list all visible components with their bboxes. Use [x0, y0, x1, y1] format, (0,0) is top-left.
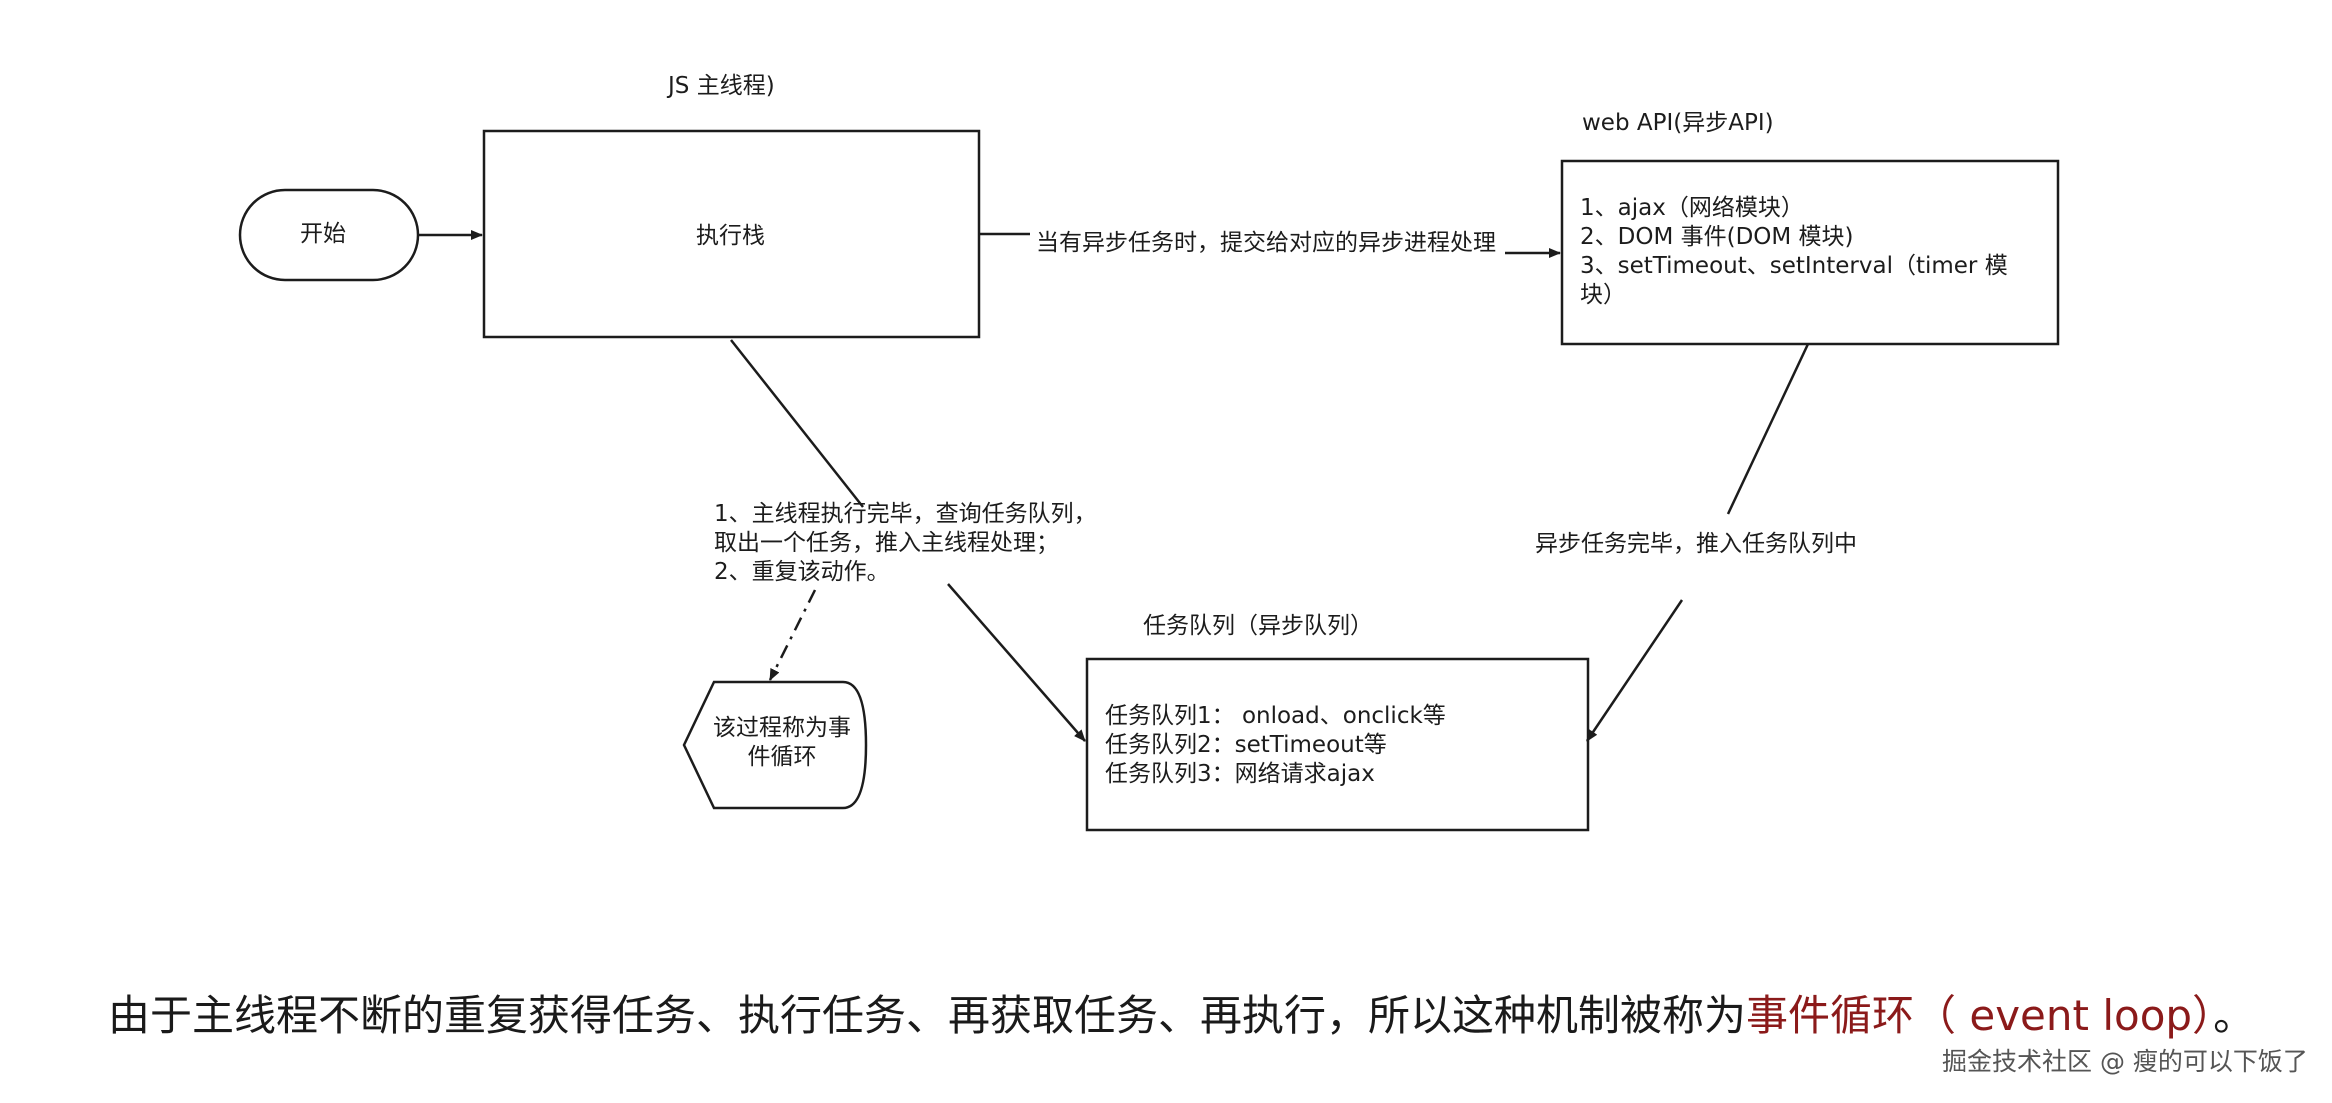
edge-webapi-to-queue-a: [1726, 343, 1810, 515]
edge-note-to-queue: [947, 583, 1086, 742]
exec-stack-label: 执行栈: [696, 223, 765, 249]
task-queue-list: 任务队列1： onload、onclick等 任务队列2：setTimeout等…: [1105, 702, 1446, 789]
task-queue-item: 任务队列3：网络请求ajax: [1105, 761, 1375, 787]
caption-end: 。: [2213, 991, 2256, 1040]
edge-webapi-to-queue-b: [1585, 599, 1684, 742]
loop-note-line: 1、主线程执行完毕，查询任务队列，: [714, 501, 1097, 527]
caption-main: 由于主线程不断的重复获得任务、执行任务、再获取任务、再执行，所以这种机制被称为: [108, 991, 1747, 1040]
js-main-thread-title: JS 主线程): [668, 73, 775, 99]
edge-label-stack-to-webapi: 当有异步任务时，提交给对应的异步进程处理: [1036, 230, 1496, 256]
caption: 由于主线程不断的重复获得任务、执行任务、再获取任务、再执行，所以这种机制被称为事…: [108, 990, 2255, 1042]
start-label: 开始: [300, 221, 346, 247]
task-queue-item: 任务队列2：setTimeout等: [1105, 732, 1387, 758]
event-loop-line: 该过程称为事: [713, 715, 851, 741]
event-loop-label: 该过程称为事 件循环: [698, 714, 866, 772]
edge-note-to-event-loop: [768, 589, 817, 681]
edge-stack-to-note: [730, 339, 864, 508]
webapi-item: 块）: [1580, 282, 1626, 308]
webapi-item: 3、setTimeout、setInterval（timer 模: [1580, 253, 2008, 279]
loop-note: 1、主线程执行完毕，查询任务队列， 取出一个任务，推入主线程处理； 2、重复该动…: [714, 500, 1097, 587]
edge-label-webapi-to-queue: 异步任务完毕，推入任务队列中: [1535, 531, 1857, 557]
loop-note-line: 取出一个任务，推入主线程处理；: [714, 530, 1059, 556]
webapi-box: [1560, 159, 2060, 346]
webapi-item: 2、DOM 事件(DOM 模块): [1580, 224, 1854, 250]
event-loop-display-shape: [682, 680, 868, 810]
caption-highlight: 事件循环（ event loop）: [1746, 991, 2214, 1040]
webapi-item: 1、ajax（网络模块）: [1580, 195, 1804, 221]
webapi-title: web API(异步API): [1582, 110, 1774, 136]
task-queue-title: 任务队列（异步队列）: [1143, 613, 1373, 639]
watermark: 掘金技术社区 @ 瘦的可以下饭了: [1942, 1047, 2308, 1076]
exec-stack-box: [482, 129, 981, 339]
task-queue-box: [1085, 657, 1590, 832]
loop-note-line: 2、重复该动作。: [714, 559, 890, 585]
webapi-list: 1、ajax（网络模块） 2、DOM 事件(DOM 模块) 3、setTimeo…: [1580, 194, 2008, 310]
task-queue-item: 任务队列1： onload、onclick等: [1105, 703, 1446, 729]
event-loop-line: 件循环: [747, 744, 817, 770]
